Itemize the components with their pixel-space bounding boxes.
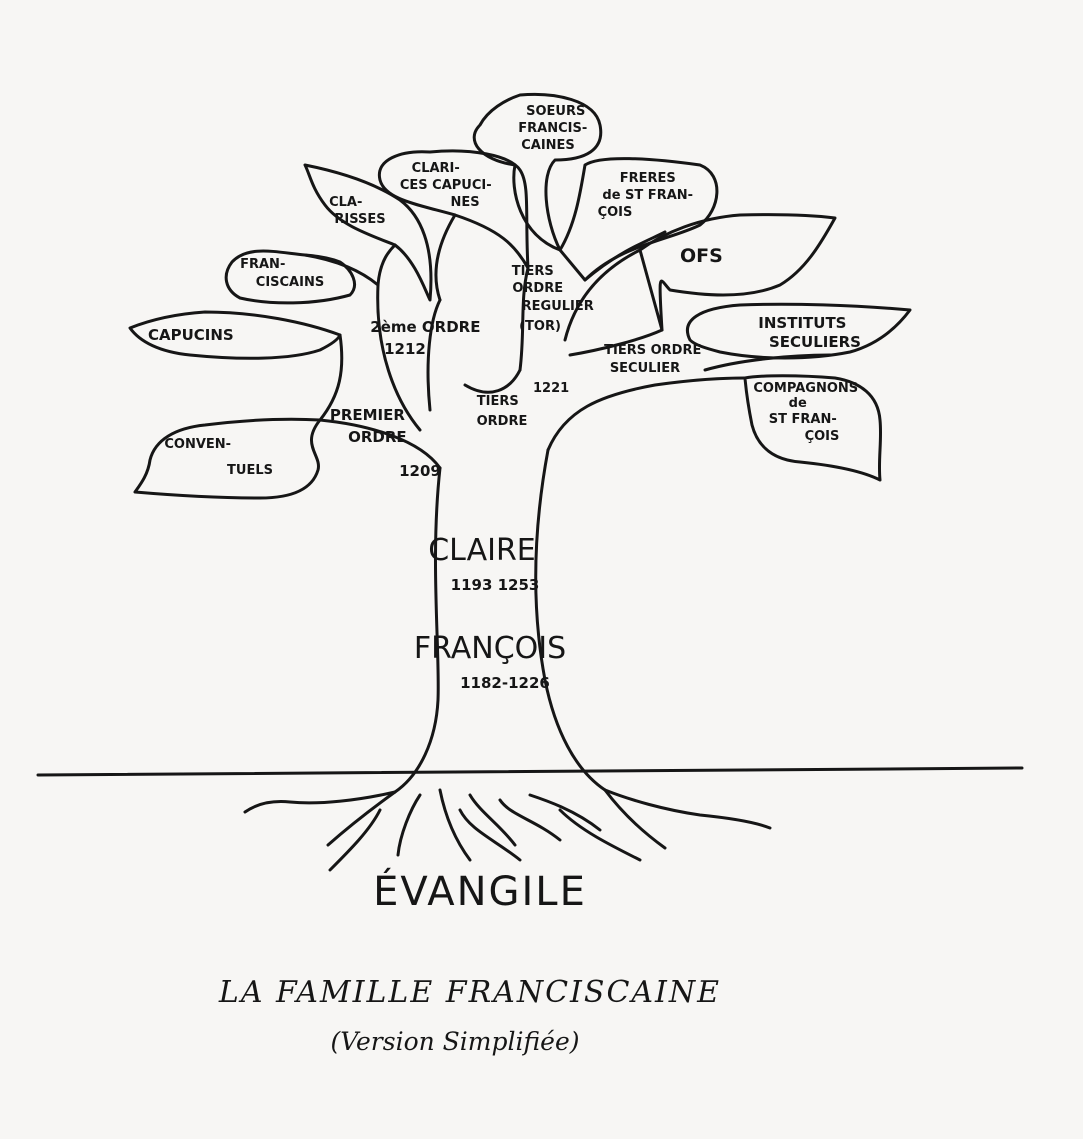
svg-text:CLA- RISSES: CLA- RISSES [329,195,386,227]
label-clarisses-capucines-3: NES [450,195,479,210]
label-claire-dates: 1193 1253 [451,576,540,594]
label-conventuels-1: CONVEN- [164,437,231,452]
label-compagnons-2: de [789,396,807,411]
label-soeurs-3: CAINES [521,138,575,153]
label-francois: FRANÇOIS [414,631,566,666]
leaf-labels: SOEURS FRANCIS- CAINES CLARI- CES CAPUCI… [148,104,862,478]
svg-text:FRAN- CISCAINS: FRAN- CISCAINS [240,257,324,290]
caption-subtitle: (Version Simplifiée) [330,1027,579,1056]
svg-text:FRERES de ST FRAN-: FRERES de ST FRAN- ÇOIS [598,171,698,220]
label-francois-dates: 1182-1226 [460,674,550,692]
label-tiers-ordre-year: 1221 [533,381,569,396]
label-instituts-2: SECULIERS [769,333,861,351]
label-compagnons-3: ST FRAN- [769,412,837,427]
label-clarisses-capucines-1: CLARI- [412,161,460,176]
label-soeurs-1: SOEURS [526,104,585,119]
label-tiers-ordre-1: TIERS [477,394,519,409]
label-tor-1: TIERS [512,264,554,279]
leaf-franciscains [224,249,356,305]
label-premier-ordre-1: PREMIER [330,406,406,424]
label-evangile: ÉVANGILE [373,867,587,915]
label-clarisses-2: RISSES [334,212,385,227]
leaf-capucins [128,310,342,360]
svg-text:SOEURS FRANCIS- CA: SOEURS FRANCIS- CAINES [518,104,592,153]
label-instituts-1: INSTITUTS [758,314,846,332]
leaf-clarisses-capucines [377,149,530,270]
svg-text:INSTITUTS SECULIERS: INSTITUTS SECULIERS [758,314,861,351]
label-tiers-seculier-2: SECULIER [610,361,680,376]
label-second-ordre-1: 2ème ORDRE [370,318,480,336]
label-conventuels-2: TUELS [227,463,273,478]
svg-text:PREMIER ORDRE 1209: PREMIER ORDRE 1209 [330,406,441,480]
label-second-ordre-2: 1212 [384,340,426,358]
roots [243,788,772,872]
leaf-compagnons-st-francois [743,374,883,482]
label-tor-2: ORDRE [512,281,563,296]
leaf-ofs [638,213,837,332]
svg-text:TIERS ORDRE SECULIER: TIERS ORDRE SECULIER [604,343,706,376]
label-freres-2: de ST FRAN- [602,188,693,203]
branch-labels: TIERS ORDRE REGULIER (TOR) 2ème ORDRE 12… [330,264,706,480]
trunk [393,448,607,794]
svg-text:COMPAGNONS de ST F: COMPAGNONS de ST FRAN- ÇOIS [753,381,862,444]
label-freres-3: ÇOIS [598,205,633,220]
label-freres-1: FRERES [620,171,676,186]
label-capucins: CAPUCINS [148,326,234,344]
label-clarisses-1: CLA- [329,195,362,210]
label-franciscains-2: CISCAINS [256,275,324,290]
leaf-conventuels [133,417,322,500]
svg-text:CLARI- CES CAPUCI-: CLARI- CES CAPUCI- NES [400,161,496,210]
svg-text:TIERS ORDRE: TIERS ORDRE [477,394,528,429]
svg-text:TIERS ORDRE REGULI: TIERS ORDRE REGULIER (TOR) [512,264,599,334]
label-tor-4: (TOR) [519,319,561,334]
ground-line [36,766,1024,777]
label-tiers-seculier-1: TIERS ORDRE [604,343,701,358]
leaf-instituts-seculiers [686,302,912,360]
label-tor-3: REGULIER [522,299,594,314]
leaves [128,92,912,500]
svg-text:2ème ORDRE 1212: 2ème ORDRE 1212 [370,318,485,358]
label-clarisses-capucines-2: CES CAPUCI- [400,178,492,193]
label-compagnons-4: ÇOIS [805,429,840,444]
leaf-clarisses [303,163,433,302]
label-ofs: OFS [680,245,723,267]
caption-title: LA FAMILLE FRANCISCAINE [218,975,721,1010]
label-premier-ordre-3: 1209 [399,462,441,480]
caption: LA FAMILLE FRANCISCAINE (Version Simplif… [218,975,721,1056]
label-compagnons-1: COMPAGNONS [753,381,858,396]
label-premier-ordre-2: ORDRE [348,428,407,446]
label-claire: CLAIRE [428,533,536,568]
label-soeurs-2: FRANCIS- [518,121,587,136]
label-tiers-ordre-2: ORDRE [477,414,528,429]
svg-text:CONVEN- TUELS: CONVEN- TUELS [164,437,273,478]
label-franciscains-1: FRAN- [240,257,285,272]
trunk-labels: CLAIRE 1193 1253 FRANÇOIS 1182-1226 [414,533,566,692]
